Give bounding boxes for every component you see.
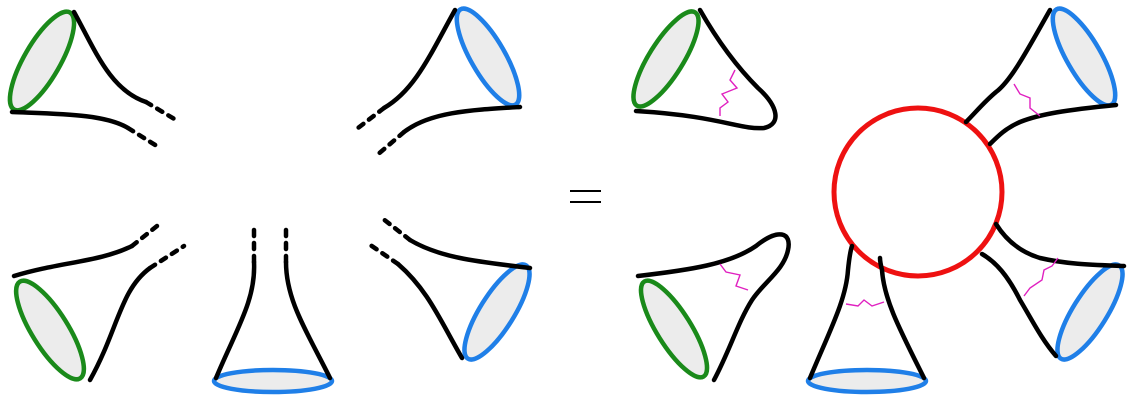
blue-boundary-circle [446,1,530,113]
leg-edge-dashed [146,102,176,120]
leg-edge [90,268,150,380]
wormhole-line [1014,84,1040,116]
wormhole-line [1024,258,1058,296]
leg-edge [216,262,254,378]
wormhole-line [846,300,884,306]
equals-text: = [585,199,586,201]
closed-leg-bottom-green [630,234,789,385]
leg-edge-dashed [358,108,384,128]
leg-bottom-right-blue [366,218,541,368]
blue-boundary-circle [214,370,332,392]
leg-edge-dashed [382,218,410,240]
leg-edge [810,246,852,378]
closed-leg-top-green [622,3,775,128]
wormhole-line [720,264,748,290]
equals-sign: = [570,191,601,202]
leg-edge-dashed [132,222,162,246]
attached-leg-bottom-center-blue [808,246,926,392]
green-boundary-circle [5,272,96,388]
leg-edge [996,224,1124,266]
leg-bottom-left-green [5,222,184,388]
leg-edge [966,10,1050,122]
leg-edge-dashed [376,132,404,156]
leg-edge [14,246,132,276]
leg-edge [12,112,128,128]
attached-leg-bottom-right-blue [982,224,1127,368]
leg-edge [286,262,330,378]
leg-edge [410,240,530,268]
blue-boundary-circle [453,256,540,367]
leg-edge-dashed [128,128,160,148]
wormhole-line [720,70,737,116]
attached-leg-top-right-blue [966,1,1126,144]
blue-boundary-circle [1046,256,1127,367]
central-blob [834,108,1002,276]
leg-edge-dashed [150,246,184,268]
leg-edge [990,105,1116,144]
green-boundary-circle [630,273,718,386]
leg-edge [74,12,146,102]
blue-boundary-circle [808,370,926,392]
leg-top-right-blue [358,1,530,156]
leg-top-left-green [0,4,176,148]
leg-bottom-center-blue [214,230,332,392]
blue-boundary-circle [1042,1,1126,113]
left-side [0,1,541,392]
green-boundary-circle [0,4,86,119]
leg-edge [398,264,462,358]
leg-edge [384,10,455,108]
green-boundary-circle [622,3,709,114]
red-blob-circle [834,108,1002,276]
right-side [622,1,1127,392]
leg-edge-dashed [366,242,398,264]
leg-edge [404,107,520,132]
